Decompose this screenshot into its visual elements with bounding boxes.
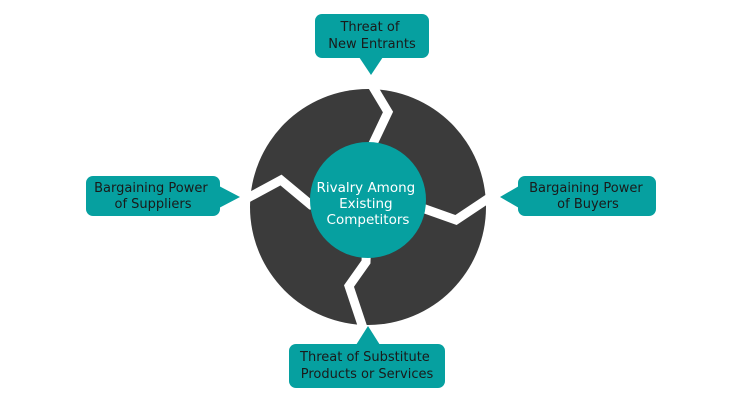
center-circle <box>310 142 426 258</box>
center-label-line1: Rivalry Among <box>316 180 415 196</box>
callout-new-entrants-pointer <box>359 57 383 75</box>
callout-new-entrants-label: Threat of New Entrants <box>328 20 416 52</box>
callout-new-entrants: Threat of New Entrants <box>315 14 429 75</box>
new-entrants-line1: Threat of <box>339 20 399 35</box>
callout-substitutes-pointer <box>356 326 380 345</box>
substitutes-line2: Products or Services <box>301 367 434 382</box>
callout-new-entrants-box <box>315 14 429 58</box>
callout-substitutes-box <box>289 344 445 388</box>
center-label-line3: Competitors <box>327 212 410 228</box>
callout-buyers-box <box>518 176 656 216</box>
callout-buyers: Bargaining Power of Buyers <box>500 176 656 216</box>
center-label-line2: Existing <box>339 196 392 212</box>
buyers-line2: of Buyers <box>557 197 619 212</box>
callout-suppliers: Bargaining Power of Suppliers <box>86 176 240 216</box>
callout-buyers-label: Bargaining Power of Buyers <box>529 181 647 212</box>
callout-buyers-pointer <box>500 186 519 208</box>
callout-suppliers-label: Bargaining Power of Suppliers <box>94 181 212 212</box>
substitutes-line1: Threat of Substitute <box>299 350 430 365</box>
buyers-line1: Bargaining Power <box>529 181 643 196</box>
callout-substitutes-label: Threat of Substitute Products or Service… <box>299 350 434 382</box>
suppliers-line2: of Suppliers <box>115 197 192 212</box>
callout-substitutes: Threat of Substitute Products or Service… <box>289 326 445 388</box>
suppliers-line1: Bargaining Power <box>94 181 208 196</box>
callout-suppliers-box <box>86 176 220 216</box>
center-label: Rivalry Among Existing Competitors <box>316 180 419 228</box>
new-entrants-line2: New Entrants <box>328 37 416 52</box>
callout-suppliers-pointer <box>219 186 240 208</box>
